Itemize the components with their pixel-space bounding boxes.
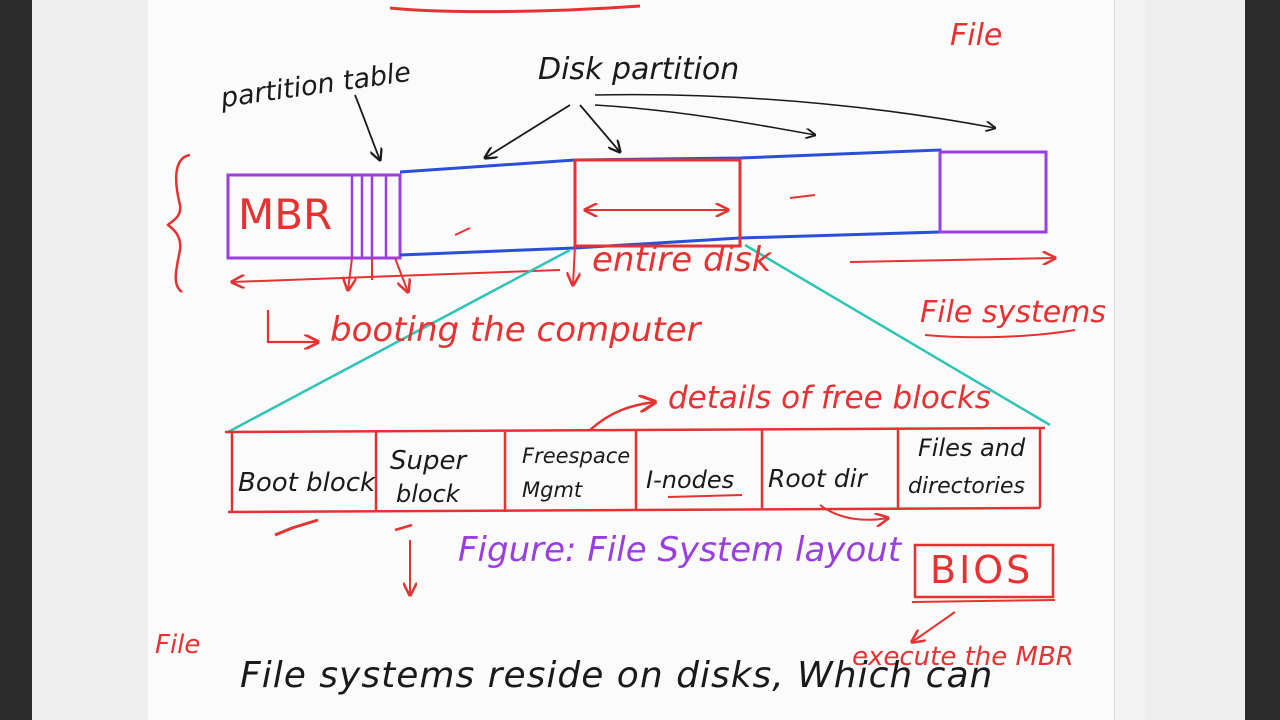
- mbr-label: MBR: [238, 190, 333, 239]
- disk-partition-label: Disk partition: [538, 52, 740, 87]
- partition-down-arrow: [573, 245, 575, 285]
- last-partition-box: [938, 150, 1048, 234]
- free-blocks-arrow: [589, 402, 655, 431]
- cell-files-line2: directories: [908, 474, 1025, 499]
- cell-root-dir: Root dir: [768, 464, 867, 493]
- file-systems-label: File systems: [920, 295, 1107, 330]
- cell-freespace-line2: Mgmt: [522, 478, 583, 502]
- cell-boot-block: Boot block: [238, 468, 376, 498]
- bios-arrow: [912, 611, 956, 642]
- dash-mark-2: [789, 194, 816, 199]
- disk-partition-arrow-3: [594, 104, 815, 135]
- entire-disk-label: entire disk: [592, 240, 772, 280]
- file-systems-underline: [924, 329, 1076, 339]
- partition-table-stripes: [350, 175, 388, 258]
- left-brace: [166, 153, 191, 294]
- cell-files-line1: Files and: [918, 434, 1026, 462]
- page-edge: [1114, 0, 1146, 720]
- partition-table-arrow: [354, 94, 380, 160]
- video-letterbox-left: [0, 0, 32, 720]
- booting-arrow: [266, 310, 318, 342]
- corner-note: File: [950, 18, 1003, 53]
- disk-partition-arrow-1: [485, 104, 571, 158]
- video-letterbox-right: [1245, 0, 1280, 720]
- pt-down-arrow-3: [394, 257, 408, 292]
- dash-mark-1: [454, 227, 471, 236]
- bottom-text: File systems reside on disks, Which can: [240, 655, 994, 696]
- zoom-line-right: [744, 243, 1051, 427]
- bios-label: BIOS: [930, 548, 1034, 592]
- page-margin-right: [1145, 0, 1245, 720]
- super-block-tick: [394, 523, 413, 532]
- cell-inodes: I-nodes: [646, 466, 735, 494]
- bios-box: [913, 543, 1055, 599]
- boot-block-check: [274, 518, 319, 537]
- left-margin-note: File: [155, 630, 201, 660]
- mbr-box: [226, 173, 402, 260]
- root-dir-arrow: [819, 504, 888, 520]
- zoom-line-left: [227, 248, 571, 434]
- disk-partition-arrow-4: [594, 93, 995, 128]
- red-partition-box: [573, 158, 742, 248]
- disk-partition-arrow-2: [579, 104, 620, 152]
- page-margin-left: [32, 0, 148, 720]
- entire-disk-arrow-left: [232, 269, 561, 282]
- entire-disk-arrow-right: [849, 258, 1055, 262]
- inodes-underline: [667, 494, 743, 498]
- top-red-scribble: [389, 4, 641, 14]
- pt-down-arrow-1: [348, 257, 352, 290]
- cell-super-block-line2: block: [396, 480, 460, 508]
- booting-label: booting the computer: [330, 310, 701, 350]
- cell-freespace-line1: Freespace: [522, 444, 631, 468]
- bios-box-underline: [911, 599, 1056, 603]
- figure-caption: Figure: File System layout: [458, 530, 902, 570]
- cell-super-block-line1: Super: [390, 446, 467, 476]
- execute-note: execute the MBR: [852, 642, 1074, 672]
- free-blocks-note: details of free blocks: [668, 380, 991, 416]
- layout-table-lines: [224, 426, 1046, 514]
